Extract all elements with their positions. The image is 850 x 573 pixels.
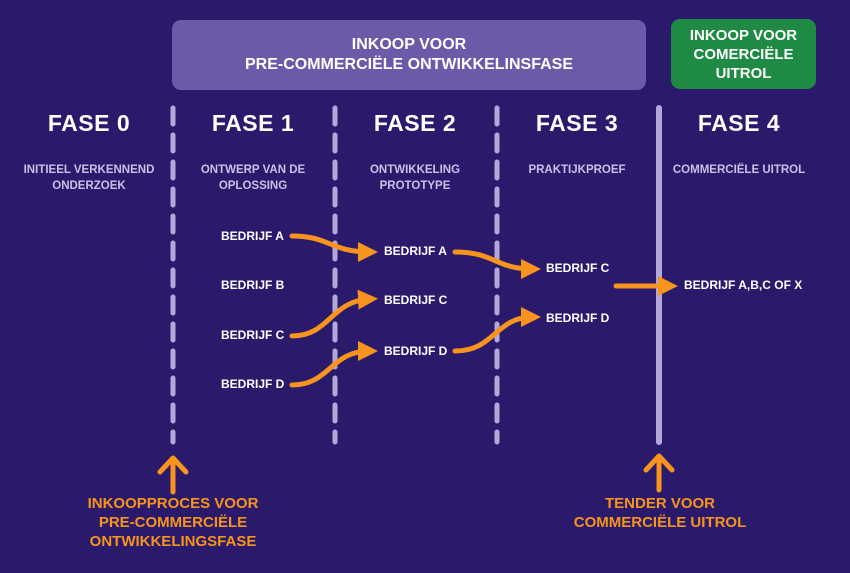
tender-label: TENDER VOOR COMMERCIËLE UITROL (540, 494, 780, 532)
company-label: BEDRIJF D (221, 377, 285, 391)
company-label: BEDRIJF A,B,C OF X (684, 278, 803, 292)
arrow-right-curved-icon (452, 249, 541, 279)
phase-subtitle-line: PRAKTIJKPROEF (528, 164, 626, 176)
arrow-up-icon (643, 453, 675, 493)
banner-commercial-line3: UITROL (715, 64, 772, 82)
banner-precommercial-line1: INKOOP VOOR (351, 36, 467, 53)
phase-subtitle-line: OPLOSSING (218, 180, 288, 192)
arrow-right-curved-icon (289, 233, 378, 262)
banner-commercial-line1: INKOOP VOOR (689, 26, 798, 44)
phase-subtitle-line: ONTWERP VAN DE (200, 164, 306, 176)
phase-subtitle-0: INITIEEL VERKENNEND ONDERZOEK (14, 162, 164, 194)
banner-commercial: INKOOP VOOR COMERCIËLE UITROL (671, 19, 816, 89)
company-label: BEDRIJF D (384, 344, 448, 358)
banner-precommercial-line2: PRE-COMMERCIËLE ONTWIKKELINSFASE (244, 56, 573, 73)
company-label: BEDRIJF C (221, 328, 285, 342)
phase-subtitle-line: ONDERZOEK (52, 180, 126, 192)
phase-subtitle-3: PRAKTIJKPROEF (502, 162, 652, 178)
phase-title-0: FASE 0 (47, 110, 131, 136)
phase-subtitle-2: ONTWIKKELING PROTOTYPE (340, 162, 490, 194)
procurement-process-label: INKOOPPROCES VOOR PRE-COMMERCIËLE ONTWIK… (48, 494, 298, 551)
phase-title-2: FASE 2 (373, 110, 457, 136)
phase-title-3: FASE 3 (535, 110, 619, 136)
banner-commercial-line2: COMERCIËLE (693, 45, 794, 63)
phase-title-4: FASE 4 (697, 110, 781, 136)
arrow-up-icon (157, 455, 189, 495)
phase-subtitle-line: COMMERCIËLE UITROL (672, 164, 806, 176)
arrow-right-curved-icon (289, 289, 378, 339)
tender-line: COMMERCIËLE UITROL (573, 514, 747, 531)
phase-subtitle-1: ONTWERP VAN DE OPLOSSING (178, 162, 328, 194)
company-label: BEDRIJF A (221, 229, 284, 243)
company-label: BEDRIJF C (384, 293, 448, 307)
tender-line: TENDER VOOR (604, 495, 715, 512)
procurement-line: ONTWIKKELINGSFASE (89, 533, 257, 550)
company-label: BEDRIJF D (546, 311, 610, 325)
company-label: BEDRIJF B (221, 278, 285, 292)
company-label: BEDRIJF A (384, 244, 447, 258)
phase-title-1: FASE 1 (211, 110, 295, 136)
arrow-right-curved-icon (452, 307, 541, 354)
arrow-right-curved-icon (289, 341, 378, 388)
phase-subtitle-line: INITIEEL VERKENNEND (23, 164, 155, 176)
phase-subtitle-4: COMMERCIËLE UITROL (664, 162, 814, 178)
phase-subtitle-line: ONTWIKKELING (369, 164, 461, 176)
procurement-line: PRE-COMMERCIËLE (98, 514, 248, 531)
banner-precommercial: INKOOP VOOR PRE-COMMERCIËLE ONTWIKKELINS… (172, 20, 646, 90)
company-label: BEDRIJF C (546, 261, 610, 275)
phase-subtitle-line: PROTOTYPE (379, 180, 451, 192)
procurement-line: INKOOPPROCES VOOR (87, 495, 259, 512)
